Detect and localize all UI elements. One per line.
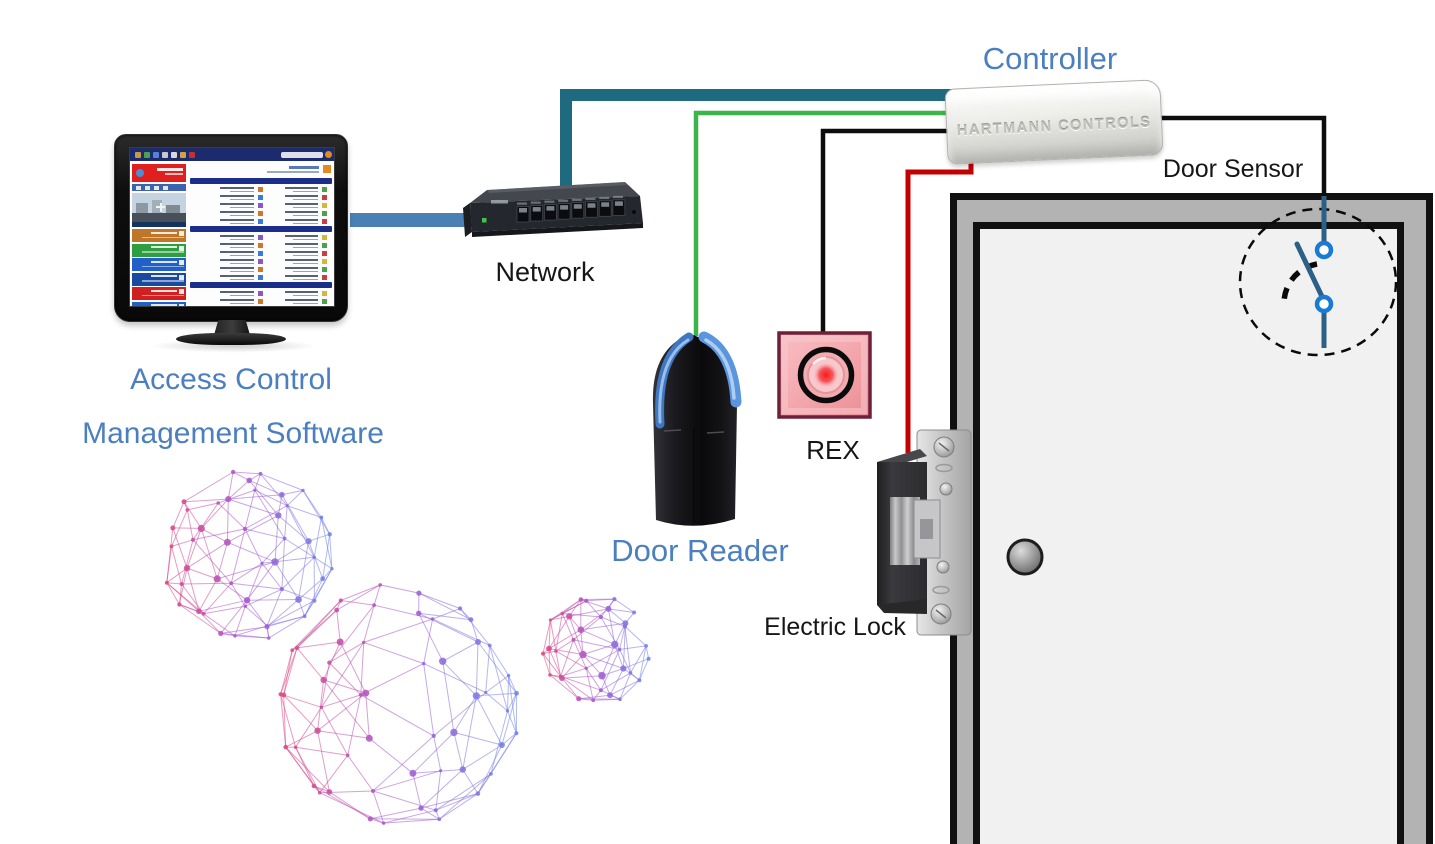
door-knob	[1006, 538, 1044, 576]
wiring	[350, 89, 1327, 453]
controller-device: HARTMANN CONTROLS	[944, 79, 1164, 165]
door-reader-label: Door Reader	[611, 533, 789, 568]
switch-power-led	[482, 218, 487, 223]
wireframe-sphere	[278, 583, 519, 825]
decorative-network-spheres	[164, 469, 651, 825]
wire-sensor-to-controller	[1160, 115, 1327, 199]
sensor-switch-arm	[1294, 241, 1329, 308]
monitor-bezel	[114, 134, 348, 322]
electric-lock-label: Electric Lock	[764, 613, 906, 641]
pc-to-switch-link	[350, 213, 474, 227]
network-label: Network	[495, 257, 595, 287]
monitor-stand-neck	[214, 320, 250, 335]
rex-button-center	[813, 362, 839, 388]
door-reader-device	[652, 331, 742, 526]
network-switch-device	[463, 182, 643, 237]
switch-ethernet-ports	[516, 195, 626, 223]
management-workstation-monitor	[114, 134, 350, 353]
reader-body	[652, 334, 737, 526]
wireframe-sphere	[164, 469, 334, 640]
door-sensor-symbol	[1238, 196, 1398, 357]
monitor-screen	[129, 147, 335, 307]
wire-reader-to-controller	[693, 110, 962, 336]
electric-lock-device	[877, 429, 972, 636]
door-assembly	[950, 193, 1433, 844]
software-label-line2: Management Software	[82, 417, 384, 450]
sensor-contact-top	[1314, 240, 1334, 260]
rex-button	[777, 331, 872, 419]
sensor-dashed-circle	[1238, 207, 1398, 357]
lock-screw	[936, 560, 950, 574]
wire-rex-to-controller	[820, 128, 958, 336]
lock-screw	[939, 482, 953, 496]
door-sensor-label: Door Sensor	[1162, 155, 1304, 183]
sensor-contact-bottom	[1314, 294, 1334, 314]
software-label-line1: Access Control	[130, 363, 332, 396]
controller-brand-text: HARTMANN CONTROLS	[956, 114, 1152, 140]
switch-brand-mark	[491, 200, 508, 204]
controller-label: Controller	[982, 41, 1118, 76]
door-panel	[973, 222, 1404, 844]
wire-network-to-controller	[560, 89, 965, 190]
wireframe-sphere	[541, 597, 651, 703]
sensor-motion-arc	[1281, 261, 1318, 303]
monitor-shadow	[144, 339, 324, 353]
monitor-stand-base	[176, 333, 286, 345]
rex-label: REX	[806, 435, 860, 465]
